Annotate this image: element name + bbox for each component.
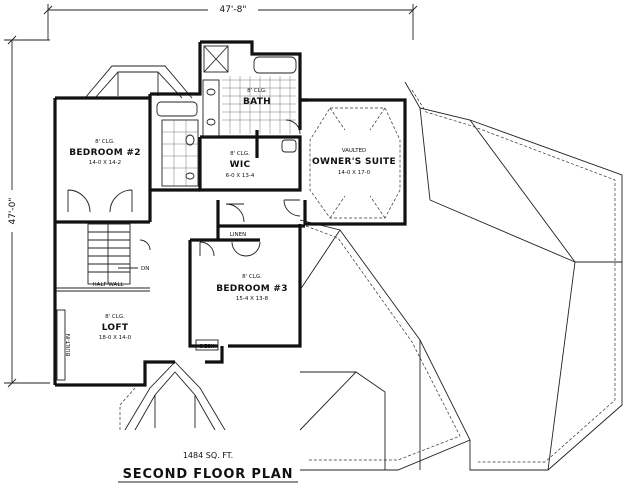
owners-suite-name: OWNER'S SUITE bbox=[312, 157, 396, 167]
desk bbox=[195, 339, 219, 351]
bedroom2-bath-tile bbox=[162, 120, 198, 186]
room-loft: 8' CLG. LOFT 18-0 X 14-0 bbox=[99, 314, 132, 341]
loft-ceiling: 8' CLG. bbox=[105, 314, 125, 320]
svg-text:DN: DN bbox=[141, 266, 149, 272]
bedroom3-ceiling: 8' CLG. bbox=[242, 274, 262, 280]
room-owners-suite: VAULTED OWNER'S SUITE 14-0 X 17-0 bbox=[312, 148, 396, 176]
walls bbox=[53, 40, 407, 387]
owners-suite-size: 14-0 X 17-0 bbox=[338, 170, 371, 176]
bedroom2-name: BEDROOM #2 bbox=[69, 148, 141, 158]
wic-size: 6-0 X 13-4 bbox=[226, 173, 255, 179]
room-bath: 8' CLG. BATH bbox=[243, 88, 271, 107]
desk-label: DESK bbox=[200, 344, 215, 350]
built-in-label: BUILT-IN bbox=[66, 334, 72, 356]
width-dimension-label: 47'-8" bbox=[219, 5, 246, 15]
depth-dimension: 47'-0" bbox=[3, 35, 50, 388]
room-wic: 8' CLG. WIC 6-0 X 13-4 bbox=[226, 151, 255, 179]
room-bedroom-2: 8' CLG. BEDROOM #2 14-0 X 14-2 bbox=[69, 139, 141, 166]
doors bbox=[67, 119, 301, 257]
bedroom2-size: 14-0 X 14-2 bbox=[89, 160, 121, 166]
roof-outline bbox=[84, 65, 623, 471]
owners-suite-ceiling: VAULTED bbox=[342, 148, 367, 154]
bath-name: BATH bbox=[243, 97, 271, 107]
depth-dimension-label: 47'-0" bbox=[8, 197, 18, 224]
bedroom3-name: BEDROOM #3 bbox=[216, 284, 288, 294]
wic-ceiling: 8' CLG. bbox=[230, 151, 250, 157]
width-dimension: 47'-8" bbox=[43, 2, 418, 40]
linen-label: LINEN bbox=[230, 232, 246, 238]
wic-name: WIC bbox=[230, 160, 251, 170]
bath-ceiling: 8' CLG. bbox=[247, 88, 267, 94]
vaulted-ceiling-lines bbox=[309, 107, 401, 219]
bedroom3-size: 15-4 X 13-8 bbox=[236, 296, 269, 302]
plan-title: SECOND FLOOR PLAN bbox=[123, 467, 294, 482]
stairs: DN bbox=[87, 223, 149, 285]
built-in-cabinet bbox=[56, 309, 66, 381]
room-bedroom-3: 8' CLG. BEDROOM #3 15-4 X 13-8 bbox=[216, 274, 288, 302]
loft-size: 18-0 X 14-0 bbox=[99, 335, 132, 341]
bedroom2-ceiling: 8' CLG. bbox=[95, 139, 115, 145]
bath-tile-floor bbox=[222, 76, 296, 134]
loft-name: LOFT bbox=[102, 323, 129, 333]
bath-fixtures bbox=[156, 45, 297, 187]
square-footage: 1484 SQ. FT. bbox=[183, 451, 233, 460]
half-wall-label: HALF WALL bbox=[93, 282, 125, 288]
